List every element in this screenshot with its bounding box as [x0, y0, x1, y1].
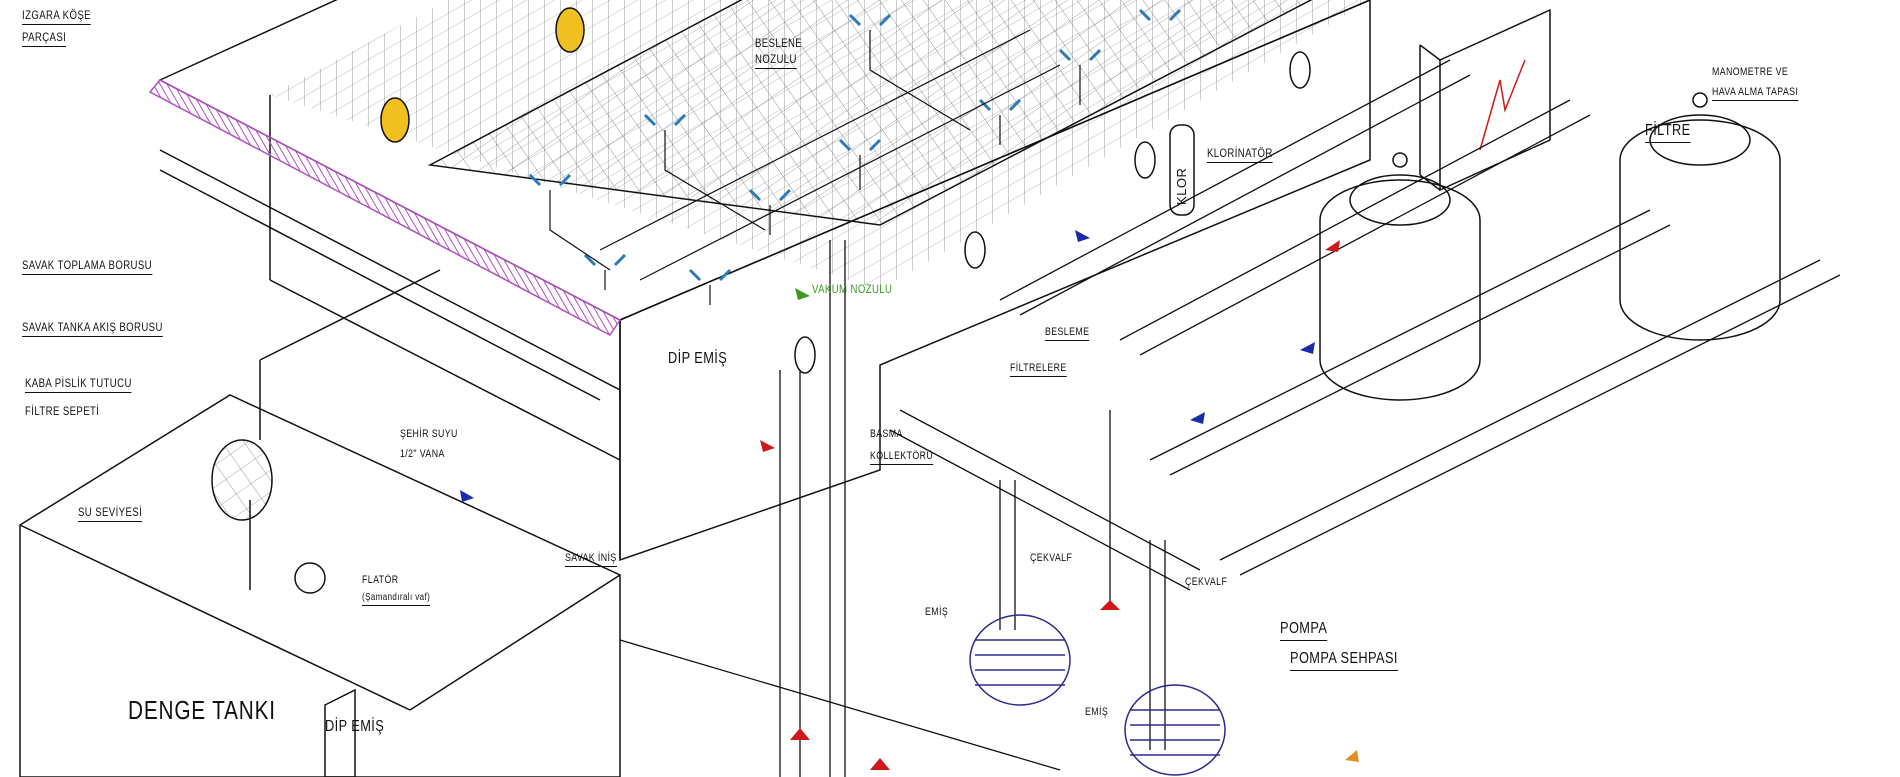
label-izgara-kose-2: PARÇASI [22, 30, 67, 47]
filter-basket [211, 439, 273, 521]
label-klor: KLOR [1174, 167, 1189, 205]
label-cekvalf-2: ÇEKVALF [1185, 576, 1228, 588]
label-savak-toplama: SAVAK TOPLAMA BORUSU [22, 258, 152, 275]
label-sehir-suyu: ŞEHİR SUYU [400, 428, 458, 440]
label-kaba-pislik: KABA PİSLİK TUTUCU [25, 376, 132, 393]
label-filtrelere: FİLTRELERE [1010, 362, 1067, 377]
label-manometre-2: HAVA ALMA TAPASI [1712, 86, 1799, 101]
label-beslene-nozulu: BESLENE [755, 36, 803, 50]
pool [148, 0, 1371, 562]
label-izgara-kose: IZGARA KÖŞE [22, 8, 91, 25]
label-klorinator: KLORİNATÖR [1207, 146, 1273, 163]
label-basma-2: KOLLEKTÖRÜ [870, 450, 934, 465]
pumps [969, 614, 1226, 776]
balance-tank [19, 269, 621, 777]
label-dip-emis-pool: DİP EMİŞ [668, 350, 728, 367]
label-emis-2: EMİŞ [1085, 706, 1109, 718]
label-sehir-suyu-2: 1/2" VANA [400, 448, 445, 460]
label-dip-emis-tank: DİP EMİŞ [325, 718, 385, 735]
label-manometre: MANOMETRE VE [1712, 66, 1789, 78]
chlorinator [1169, 124, 1195, 216]
flow-arrows [460, 230, 1359, 770]
label-pompa-sehpasi: POMPA SEHPASI [1290, 650, 1398, 671]
label-pompa: POMPA [1280, 620, 1328, 641]
label-flator: FLATÖR [362, 574, 399, 586]
label-filtre: FİLTRE [1645, 122, 1691, 143]
label-su-seviyesi: SU SEVİYESİ [78, 505, 143, 522]
electric-panel [1419, 8, 1551, 192]
label-savak-inis: SAVAK İNİŞ [565, 552, 617, 567]
pipes [619, 59, 1841, 777]
label-beslene-nozulu-2: NOZULU [755, 52, 797, 69]
label-emis-1: EMİŞ [925, 606, 949, 618]
pool-light-icon [555, 7, 585, 53]
label-filtre-sepeti: FİLTRE SEPETİ [25, 404, 100, 418]
pool-light-icon [380, 97, 410, 143]
nozzle-pipes [549, 29, 1081, 305]
label-flator-2: (Şamandıralı vaf) [362, 592, 431, 606]
inlet-nozzles [528, 8, 1182, 282]
label-denge-tanki: DENGE TANKI [128, 695, 276, 725]
label-besleme: BESLEME [1045, 326, 1090, 341]
filter-tanks [1319, 92, 1781, 401]
label-savak-tanka: SAVAK TANKA AKIŞ BORUSU [22, 320, 163, 337]
label-vakum-nozulu: VAKUM NOZULU [812, 282, 893, 296]
label-basma: BASMA [870, 428, 903, 440]
label-cekvalf-1: ÇEKVALF [1030, 552, 1073, 564]
